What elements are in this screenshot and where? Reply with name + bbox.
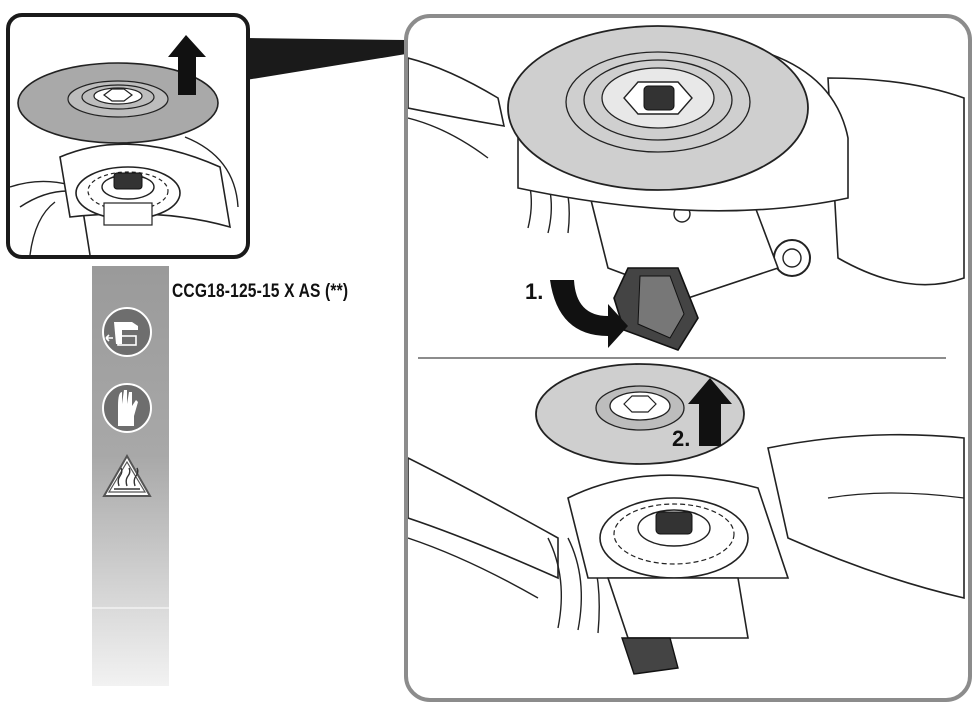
main-illustration-frame [404, 14, 972, 702]
inset-illustration [10, 35, 239, 255]
lift-arrow-icon [688, 378, 732, 446]
rotate-arrow-icon [550, 280, 628, 348]
detail-inset [6, 13, 250, 259]
step-2-label: 2. [672, 426, 691, 451]
step-divider [418, 357, 946, 359]
safety-icon-strip [92, 266, 169, 686]
step-1-label: 1. [525, 279, 544, 304]
battery-removal-icon [102, 307, 152, 357]
grinding-disc-icon [17, 62, 219, 144]
lift-arrow-icon [168, 35, 206, 95]
step2-illustration [408, 363, 965, 675]
step1-illustration [408, 25, 965, 351]
release-lever-icon [613, 267, 699, 351]
flange-icon [75, 166, 181, 226]
model-label: CCG18-125-15 X AS (**) [172, 281, 349, 302]
hot-surface-warning-icon [102, 453, 152, 497]
protective-gloves-icon [102, 383, 152, 433]
grinder-illustration [408, 25, 965, 675]
